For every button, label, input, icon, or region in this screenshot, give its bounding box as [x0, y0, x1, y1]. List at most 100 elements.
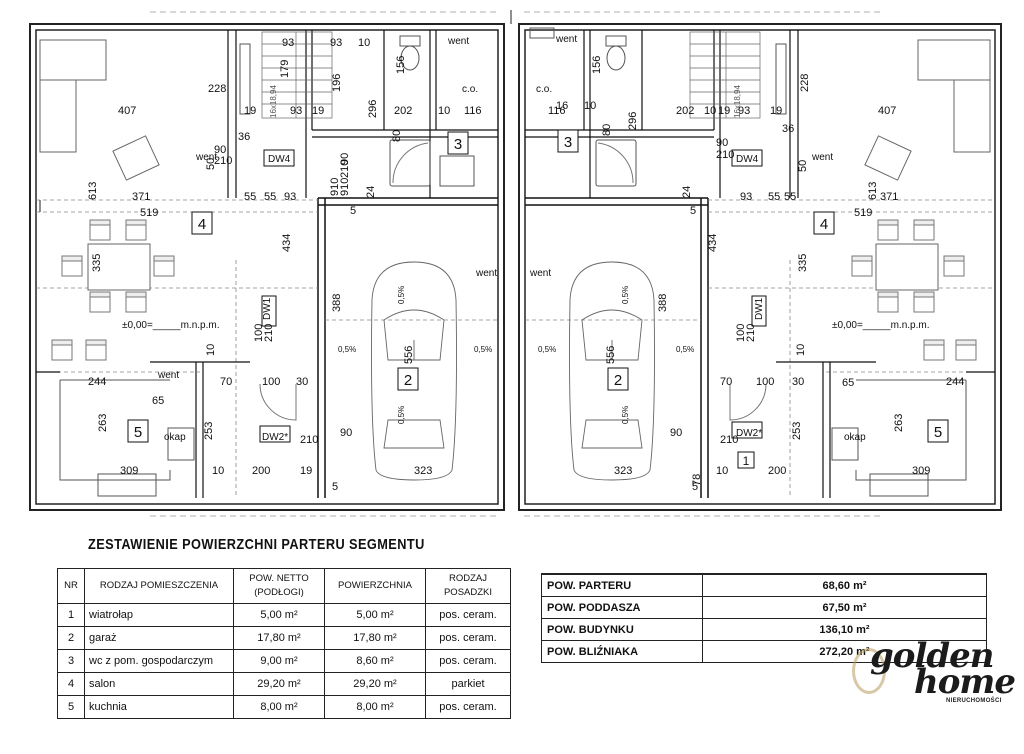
label-dw2-right: DW2* — [736, 428, 762, 439]
dimension-label: 50 — [797, 160, 809, 172]
dimension-label: 55 — [784, 191, 796, 203]
left-segment — [29, 23, 505, 511]
label-went-left-2: went — [195, 152, 217, 163]
dimension-label: 156 — [591, 56, 603, 74]
dimension-label: 296 — [627, 112, 639, 130]
dimension-label: 100 — [262, 376, 280, 388]
dimension-label: 196 — [331, 74, 343, 92]
dimension-label: 90 — [214, 144, 226, 156]
cell-net: 5,00 m² — [233, 603, 325, 627]
svg-text:0,5%: 0,5% — [538, 345, 556, 354]
room-number-left-4: 4 — [198, 216, 206, 233]
dimension-label: 335 — [797, 254, 809, 272]
cell-area: 8,00 m² — [324, 695, 426, 719]
dimension-label: 323 — [414, 465, 432, 477]
dimension-label: 93 — [284, 191, 296, 203]
dimension-label: 613 — [87, 182, 99, 200]
logo-text-nieruchomosci: NIERUCHOMOŚCI — [946, 698, 1002, 704]
dimension-label: 388 — [331, 294, 343, 312]
svg-text:0,5%: 0,5% — [621, 286, 630, 304]
label-went-right-1: went — [555, 34, 577, 45]
dimension-label: 556 — [403, 346, 415, 364]
label-okap-right: okap — [844, 432, 866, 443]
dimension-label: 10 — [358, 37, 370, 49]
dimension-label: 65 — [152, 395, 164, 407]
summary-title: ZESTAWIENIE POWIERZCHNI PARTERU SEGMENTU — [88, 536, 425, 553]
dimension-label: 210 — [716, 149, 734, 161]
dimension-label: 244 — [946, 376, 964, 388]
dimension-label: 116 — [464, 105, 482, 117]
dimension-label: 5 — [350, 205, 356, 217]
room-number-right-3: 3 — [564, 134, 572, 151]
dimension-label: 228 — [208, 83, 226, 95]
cell-room: kuchnia — [84, 695, 234, 719]
totals-label: POW. BUDYNKU — [541, 618, 703, 641]
dimension-label: 371 — [132, 191, 150, 203]
svg-text:0,5%: 0,5% — [621, 406, 630, 424]
dimension-label: 5 — [332, 481, 338, 493]
dimension-label: 179 — [279, 60, 291, 78]
cell-area: 5,00 m² — [324, 603, 426, 627]
label-dw1-right: DW1 — [754, 297, 765, 320]
cell-net: 9,00 m² — [233, 649, 325, 673]
header-floor-text: RODZAJ POSADZKI — [443, 573, 493, 598]
label-co-right: c.o. — [536, 84, 552, 95]
cell-room: wc z pom. gospodarczym — [84, 649, 234, 673]
dimension-label: 80 — [601, 124, 613, 136]
header-room-type: RODZAJ POMIESZCZENIA — [84, 568, 234, 604]
label-stairs-right: 16x18,94 — [733, 85, 742, 118]
cell-nr: 1 — [57, 603, 85, 627]
dimension-label: 210 — [339, 160, 351, 178]
dimension-label: 910 — [339, 178, 351, 196]
room-number-right-1: 1 — [743, 454, 750, 468]
dimension-label: 202 — [394, 105, 412, 117]
dimension-label: 210 — [720, 434, 738, 446]
dimension-label: 90 — [340, 427, 352, 439]
label-went-left-3: went — [475, 268, 497, 279]
dimension-label: 10 — [795, 344, 807, 356]
dimension-label: 93 — [740, 191, 752, 203]
dimension-label: 16 — [556, 100, 568, 112]
dimension-label: 202 — [676, 105, 694, 117]
logo-mark-icon — [852, 648, 886, 694]
dimension-label: 80 — [391, 130, 403, 142]
dimension-label: 55 — [768, 191, 780, 203]
totals-value: 67,50 m² — [702, 596, 987, 619]
dimension-label: 90 — [670, 427, 682, 439]
dimension-label: 244 — [88, 376, 106, 388]
dimension-label: 70 — [220, 376, 232, 388]
dimension-label: 263 — [97, 414, 109, 432]
dimension-label: 10 — [584, 100, 596, 112]
dimension-label: 10 — [205, 344, 217, 356]
cell-floor: pos. ceram. — [425, 695, 511, 719]
dimension-label: 228 — [799, 74, 811, 92]
header-net-area-text: POW. NETTO (PODŁOGI) — [249, 573, 309, 598]
dimension-label: 434 — [707, 234, 719, 252]
dimension-label: 210 — [214, 155, 232, 167]
dimension-label: 93 — [330, 37, 342, 49]
cell-area: 29,20 m² — [324, 672, 426, 696]
dimension-label: 10 — [438, 105, 450, 117]
header-nr: NR — [57, 568, 85, 604]
dimension-label: 55 — [244, 191, 256, 203]
label-level-right: ±0,00=_____m.n.p.m. — [832, 320, 930, 331]
label-went-left-4: went — [157, 370, 179, 381]
dimension-label: 10 — [716, 465, 728, 477]
dimension-label: 116 — [548, 105, 566, 117]
cell-net: 17,80 m² — [233, 626, 325, 650]
header-area: POWIERZCHNIA — [324, 568, 426, 604]
dimension-label: 19 — [300, 465, 312, 477]
label-dw2-left: DW2* — [262, 432, 288, 443]
dimension-label: 19 — [244, 105, 256, 117]
room-number-left-5: 5 — [134, 424, 142, 441]
dimension-label: 519 — [140, 207, 158, 219]
dimension-label: 407 — [118, 105, 136, 117]
cell-nr: 2 — [57, 626, 85, 650]
dimension-label: 210 — [745, 324, 757, 342]
